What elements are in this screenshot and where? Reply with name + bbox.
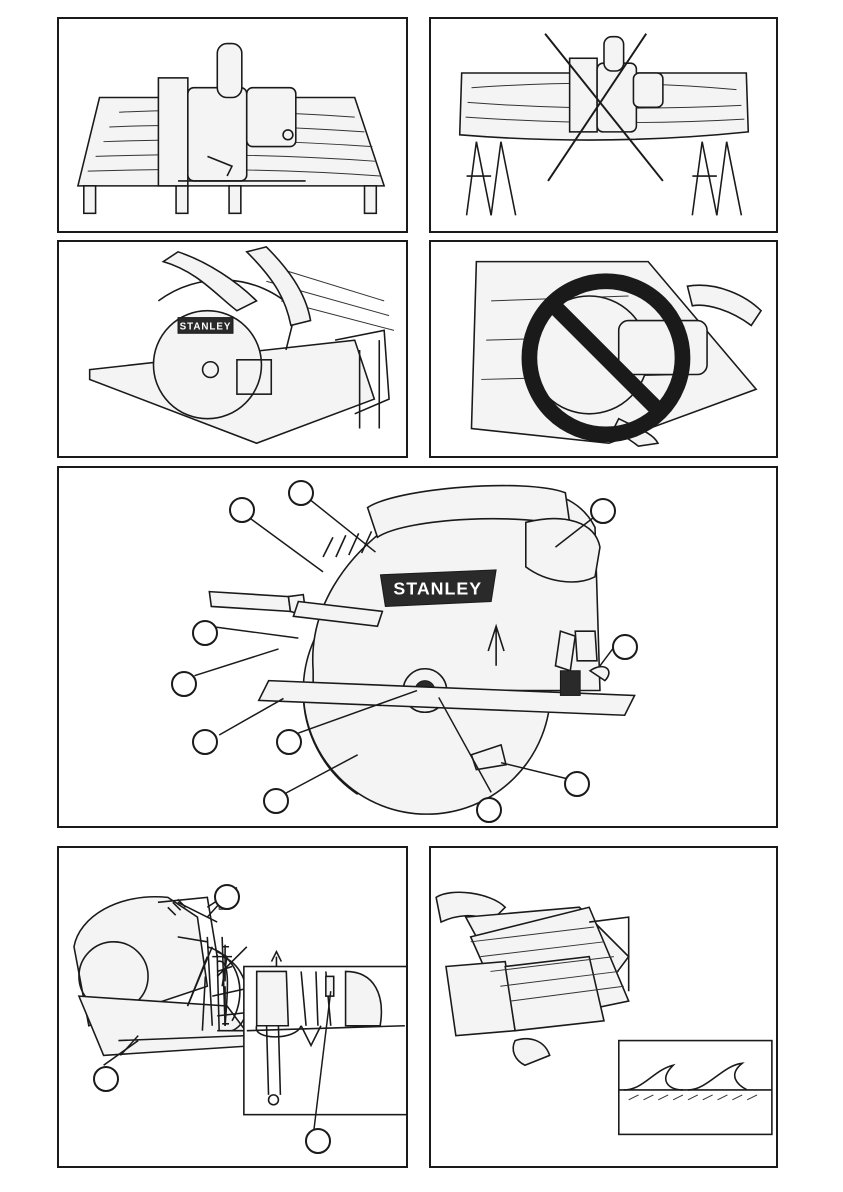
- callout-badge: [93, 1066, 119, 1092]
- callout-badge: [171, 671, 197, 697]
- callout-badge: [276, 729, 302, 755]
- illustration-two-hand-grip: STANLEY: [59, 242, 406, 456]
- callout-badge: [564, 771, 590, 797]
- callout-badge: [192, 729, 218, 755]
- callout-badge: [192, 620, 218, 646]
- callout-badge: [288, 480, 314, 506]
- illustration-supported-board: [59, 19, 406, 231]
- callout-badge: [590, 498, 616, 524]
- illustration-hand-under-workpiece: [431, 242, 776, 456]
- illustration-unsupported-board: [431, 19, 776, 231]
- callout-badge: [229, 497, 255, 523]
- callout-badge: [214, 884, 240, 910]
- panel-depth-adjustment: [57, 846, 408, 1168]
- callout-badge: [612, 634, 638, 660]
- panel-saw-parts: STANLEY: [57, 466, 778, 828]
- detail-inset: [619, 1041, 772, 1135]
- panel-unsupported-board: [429, 17, 778, 233]
- panel-splinter-guard: [429, 846, 778, 1168]
- callout-badge: [476, 797, 502, 823]
- illustration-saw-parts: STANLEY: [59, 468, 776, 826]
- callout-badge: [305, 1128, 331, 1154]
- panel-supported-board: [57, 17, 408, 233]
- illustration-splinter-guard: [431, 848, 776, 1166]
- brand-label: STANLEY: [180, 321, 232, 332]
- callout-badge: [263, 788, 289, 814]
- panel-two-hand-grip: STANLEY: [57, 240, 408, 458]
- panel-hand-under-workpiece: [429, 240, 778, 458]
- brand-label: STANLEY: [393, 579, 482, 599]
